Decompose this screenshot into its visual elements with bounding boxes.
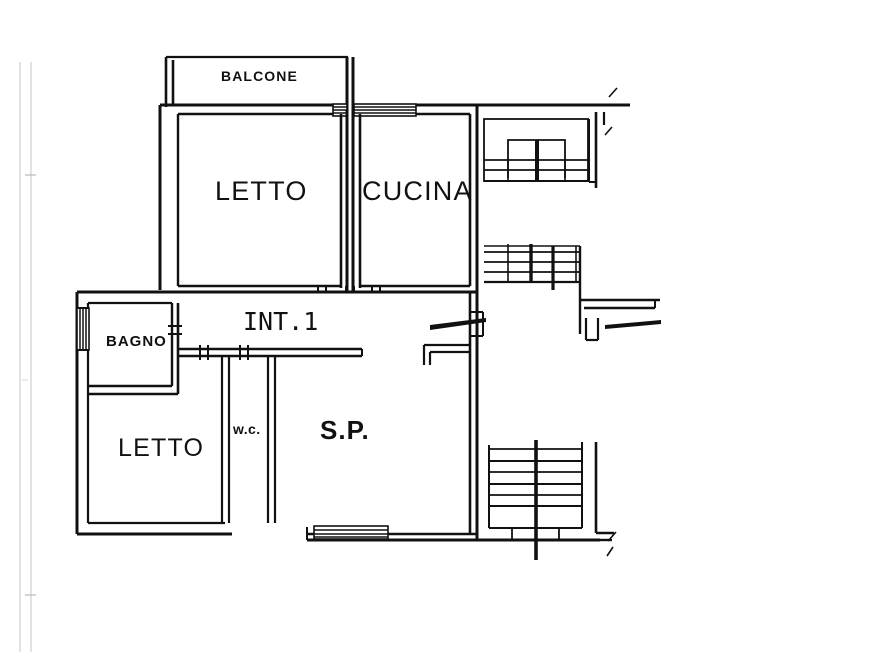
margin-fold-line — [19, 62, 36, 652]
wc-walls — [220, 356, 277, 523]
balcone-walls — [164, 55, 355, 110]
unit-label-int1: INT.1 — [243, 307, 319, 336]
room-label-wc: w.c. — [233, 421, 261, 437]
window-sp-bottom — [313, 525, 389, 540]
door-swing-int1 — [430, 318, 486, 330]
stairs-upper-right — [483, 118, 589, 182]
room-label-letto-top: LETTO — [215, 176, 308, 206]
upper-outer-walls — [158, 103, 630, 292]
lower-right-outer-walls — [594, 442, 617, 557]
sp-walls — [306, 292, 600, 542]
stairs-lower-right — [488, 440, 583, 560]
room-label-sp: S.P. — [320, 415, 370, 445]
room-label-cucina: CUCINA — [362, 176, 473, 206]
stairs-middle-right — [475, 244, 582, 300]
left-block-walls — [75, 290, 232, 536]
mid-right-landing-walls — [578, 298, 660, 342]
room-label-bagno: BAGNO — [106, 333, 167, 350]
room-label-balcone: BALCONE — [221, 68, 298, 84]
window-cucina-top — [353, 103, 417, 117]
letto-cucina-partition — [339, 110, 362, 292]
corridor-lower-wall — [177, 345, 363, 360]
upper-right-outer-walls — [588, 87, 630, 188]
room-label-letto-bottom: LETTO — [118, 434, 205, 462]
int1-door-jambs — [422, 311, 484, 365]
window-bagno — [76, 307, 90, 351]
door-swing-right — [605, 320, 661, 329]
